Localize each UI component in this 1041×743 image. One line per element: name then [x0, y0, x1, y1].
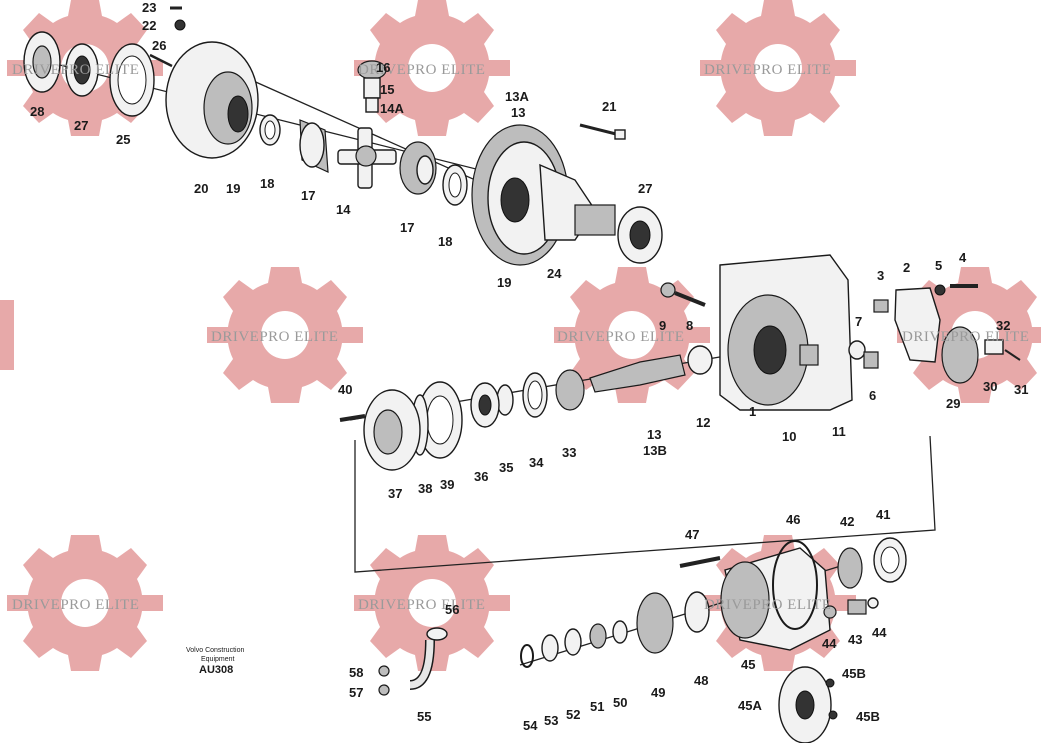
callout-labels: 23 22 26 16 15 14A 13A 13 21 28 27 25 20…	[30, 0, 1028, 733]
callout-label: 2	[903, 260, 910, 275]
callout-label: 17	[400, 220, 414, 235]
callout-label: 24	[547, 266, 562, 281]
callout-label: 45B	[842, 666, 866, 681]
callout-label: 18	[438, 234, 452, 249]
callout-label: 38	[418, 481, 432, 496]
callout-label: 40	[338, 382, 352, 397]
note-line-2: Equipment	[201, 656, 235, 663]
watermark-layer	[0, 0, 1041, 671]
callout-label: 1	[749, 404, 756, 419]
callout-label: 49	[651, 685, 665, 700]
callout-label: 31	[1014, 382, 1028, 397]
callout-label: 35	[499, 460, 513, 475]
note-code: AU308	[199, 664, 233, 676]
callout-label: 45B	[856, 709, 880, 724]
callout-label: 43	[848, 632, 862, 647]
callout-label: 51	[590, 699, 604, 714]
differential-assembly	[23, 6, 663, 266]
callout-label: 12	[696, 415, 710, 430]
watermark-text: DRIVEPRO ELITE	[902, 329, 1029, 345]
watermark-text: DRIVEPRO ELITE	[12, 62, 139, 78]
callout-label: 13A	[505, 89, 529, 104]
note-line-1: Volvo Construction	[186, 647, 244, 654]
middle-assembly	[339, 254, 1021, 471]
watermark-text: DRIVEPRO ELITE	[358, 62, 485, 78]
callout-label: 16	[376, 60, 390, 75]
callout-label: 22	[142, 18, 156, 33]
callout-label: 27	[74, 118, 88, 133]
watermark-text: DRIVEPRO ELITE	[12, 597, 139, 613]
callout-label: 26	[152, 38, 166, 53]
callout-label: 55	[417, 709, 431, 724]
watermark-text: DRIVEPRO ELITE	[557, 329, 684, 345]
callout-label: 34	[529, 455, 544, 470]
callout-label: 19	[497, 275, 511, 290]
callout-label: 57	[349, 685, 363, 700]
callout-label: 41	[876, 507, 890, 522]
watermark-text: DRIVEPRO ELITE	[704, 597, 831, 613]
callout-label: 15	[380, 82, 394, 97]
assembly-connector-line	[354, 435, 936, 573]
callout-label: 25	[116, 132, 130, 147]
callout-label: 5	[935, 258, 942, 273]
callout-label: 8	[686, 318, 693, 333]
callout-label: 13B	[643, 443, 667, 458]
callout-label: 10	[782, 429, 796, 444]
callout-label: 33	[562, 445, 576, 460]
callout-label: 4	[959, 250, 967, 265]
callout-label: 45A	[738, 698, 762, 713]
callout-label: 6	[869, 388, 876, 403]
callout-label: 18	[260, 176, 274, 191]
callout-label: 42	[840, 514, 854, 529]
callout-label: 14	[336, 202, 351, 217]
watermark-text: DRIVEPRO ELITE	[211, 329, 338, 345]
callout-label: 44	[872, 625, 887, 640]
callout-label: 54	[523, 718, 538, 733]
watermark-texts: DRIVEPRO ELITE DRIVEPRO ELITE DRIVEPRO E…	[12, 62, 1029, 613]
callout-label: 28	[30, 104, 44, 119]
callout-label: 27	[638, 181, 652, 196]
callout-label: 46	[786, 512, 800, 527]
watermark-text: DRIVEPRO ELITE	[358, 597, 485, 613]
callout-label: 14A	[380, 101, 404, 116]
callout-label: 3	[877, 268, 884, 283]
callout-label: 13	[511, 105, 525, 120]
callout-label: 11	[832, 424, 846, 439]
callout-label: 7	[855, 314, 862, 329]
callout-label: 29	[946, 396, 960, 411]
callout-label: 9	[659, 318, 666, 333]
callout-label: 53	[544, 713, 558, 728]
callout-label: 17	[301, 188, 315, 203]
callout-label: 44	[822, 636, 837, 651]
watermark-text: DRIVEPRO ELITE	[704, 62, 831, 78]
callout-label: 20	[194, 181, 208, 196]
callout-label: 50	[613, 695, 627, 710]
callout-label: 30	[983, 379, 997, 394]
callout-label: 48	[694, 673, 708, 688]
lower-assembly	[378, 537, 907, 743]
callout-label: 45	[741, 657, 755, 672]
callout-label: 32	[996, 318, 1010, 333]
callout-label: 56	[445, 602, 459, 617]
diagram-note: Volvo Construction Equipment AU308	[186, 647, 244, 676]
callout-label: 19	[226, 181, 240, 196]
callout-label: 52	[566, 707, 580, 722]
callout-label: 36	[474, 469, 488, 484]
callout-label: 13	[647, 427, 661, 442]
callout-label: 21	[602, 99, 616, 114]
callout-label: 23	[142, 0, 156, 15]
callout-label: 37	[388, 486, 402, 501]
callout-label: 47	[685, 527, 699, 542]
callout-label: 39	[440, 477, 454, 492]
callout-label: 58	[349, 665, 363, 680]
